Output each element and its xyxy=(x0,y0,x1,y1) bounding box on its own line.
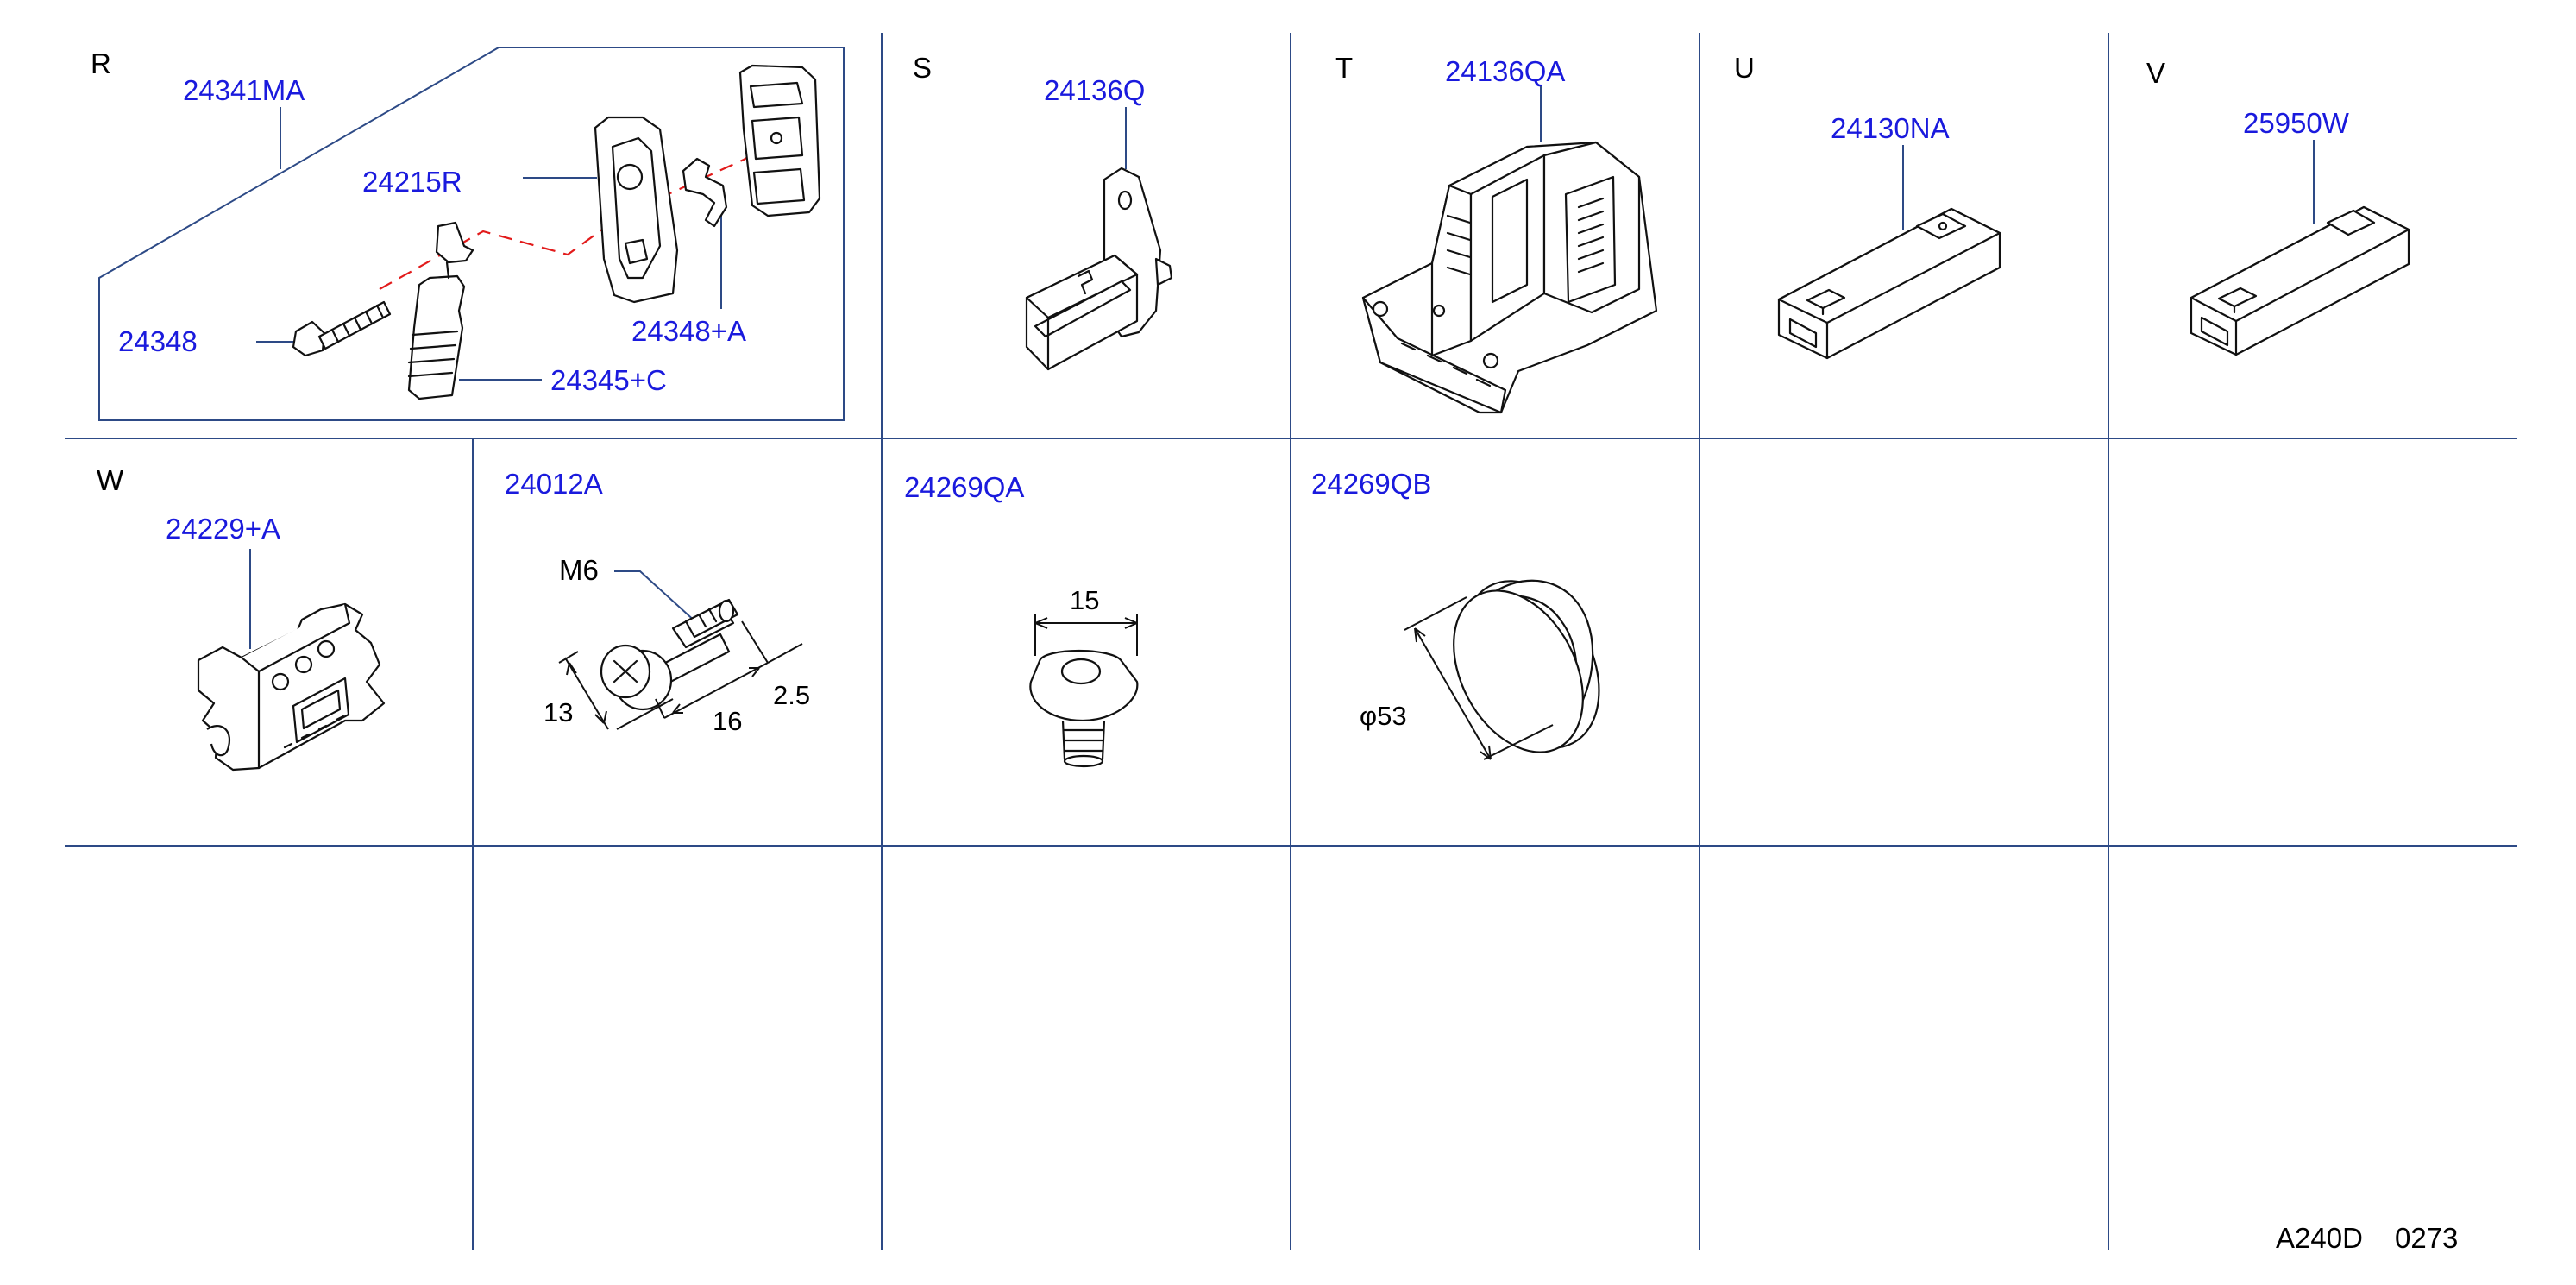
dimension-2-5: 2.5 xyxy=(773,680,810,710)
clip-24348-a xyxy=(682,157,728,228)
thread-label-m6: M6 xyxy=(559,554,599,586)
section-grommet-24269qb: 24269QB φ53 xyxy=(1311,468,1600,760)
dimension-13: 13 xyxy=(543,697,573,728)
part-number-24229-a[interactable]: 24229+A xyxy=(166,513,280,545)
section-t: T 24136QA xyxy=(1335,52,1658,414)
bracket-24229-a xyxy=(197,602,386,772)
section-letter-u: U xyxy=(1734,52,1755,84)
section-w: W 24229+A xyxy=(97,464,386,772)
dimension-phi-53: φ53 xyxy=(1360,701,1407,731)
connector-24130na xyxy=(1777,207,2001,360)
clip-dimension: 15 xyxy=(1034,585,1138,656)
part-number-24269QB[interactable]: 24269QB xyxy=(1311,468,1431,500)
part-number-24012A[interactable]: 24012A xyxy=(505,468,603,500)
dimension-15: 15 xyxy=(1070,585,1099,615)
section-r: R 24341MA 24215R 24348 24348+A 24345+C xyxy=(91,47,845,421)
diagram-code: A240D xyxy=(2276,1222,2363,1254)
bolt-24012a-drawing xyxy=(600,598,739,711)
connector-block xyxy=(738,64,821,217)
part-number-24348[interactable]: 24348 xyxy=(118,325,198,357)
connector-24345-c xyxy=(407,221,474,400)
screw-24348 xyxy=(292,300,392,357)
part-number-24136QA[interactable]: 24136QA xyxy=(1445,55,1565,87)
connector-25950w xyxy=(2190,205,2410,356)
dimension-16: 16 xyxy=(713,706,742,736)
part-number-24348-a[interactable]: 24348+A xyxy=(631,315,746,347)
part-number-24215R[interactable]: 24215R xyxy=(362,166,462,198)
diagram-number: 0273 xyxy=(2395,1222,2458,1254)
section-letter-w: W xyxy=(97,464,124,496)
section-v: V 25950W xyxy=(2146,57,2410,356)
footer: A240D 0273 xyxy=(2276,1222,2458,1254)
grommet-24269qb-drawing xyxy=(1453,579,1600,753)
part-number-24341MA[interactable]: 24341MA xyxy=(183,74,305,106)
part-number-24136Q[interactable]: 24136Q xyxy=(1044,74,1145,106)
grommet-dimension: φ53 xyxy=(1360,596,1554,760)
section-u: U 24130NA xyxy=(1734,52,2001,360)
part-number-24345-c[interactable]: 24345+C xyxy=(550,364,667,396)
part-number-24269QA[interactable]: 24269QA xyxy=(904,471,1024,503)
section-letter-r: R xyxy=(91,47,111,79)
part-number-24130NA[interactable]: 24130NA xyxy=(1831,112,1950,144)
bracket-24215r xyxy=(594,116,679,304)
grid-lines xyxy=(65,33,2517,1250)
bolt-dimensions: 13 16 2.5 xyxy=(543,620,810,736)
clip-24136q xyxy=(1025,167,1173,371)
connector-24136qa xyxy=(1361,141,1658,414)
section-s: S 24136Q xyxy=(913,52,1173,371)
section-letter-s: S xyxy=(913,52,932,84)
section-bolt-24012a: 24012A M6 13 16 2.5 xyxy=(505,468,810,736)
part-number-25950W[interactable]: 25950W xyxy=(2243,107,2350,139)
section-letter-v: V xyxy=(2146,57,2165,89)
section-clip-24269qa: 24269QA 15 xyxy=(904,471,1139,768)
clip-24269qa-drawing xyxy=(1029,649,1139,768)
section-letter-t: T xyxy=(1335,52,1353,84)
